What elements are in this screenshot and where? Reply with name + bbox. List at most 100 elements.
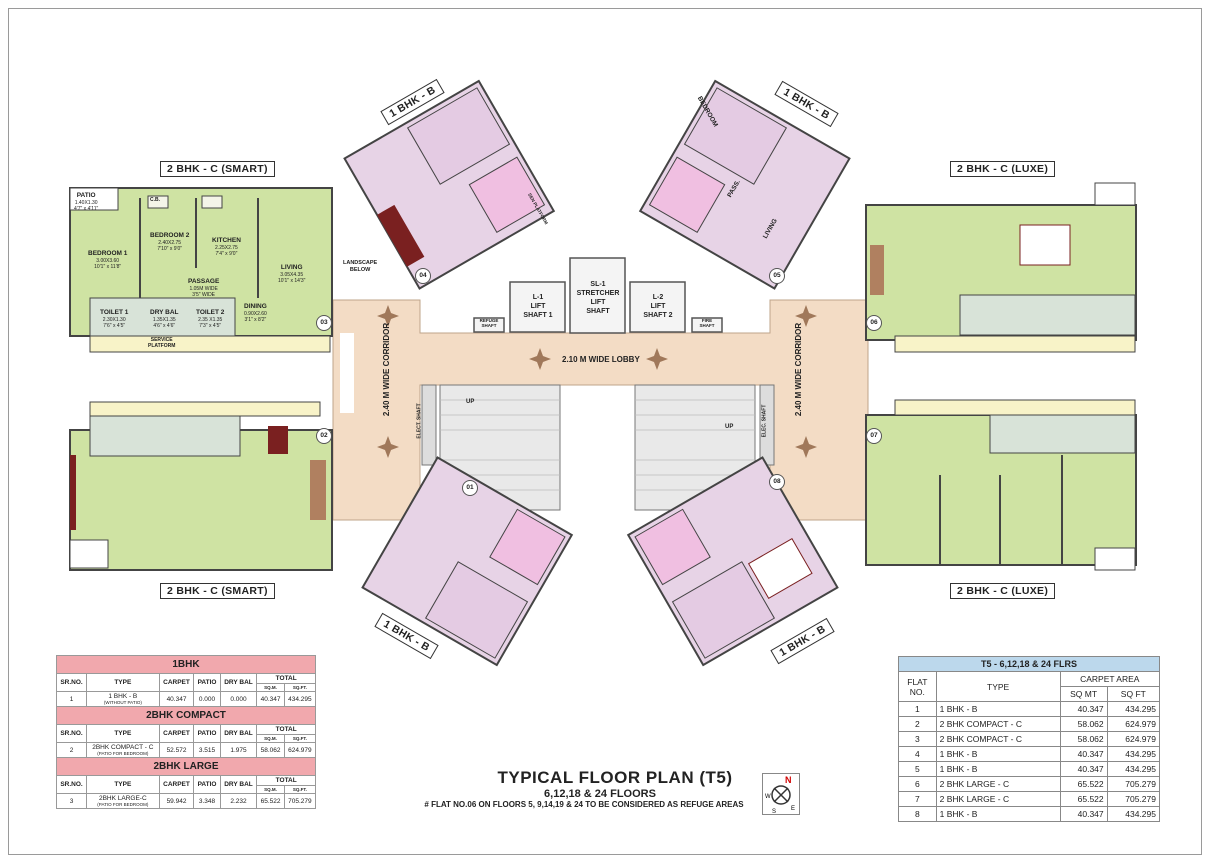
cell-sqmt: 58.062: [1059, 731, 1108, 747]
unit-04-1bhk: [343, 79, 556, 290]
cell-drybal: 1.975: [219, 742, 258, 758]
unit-number-badge: 03: [316, 315, 332, 331]
cell-sqft: 434.295: [1106, 746, 1161, 762]
corridor-left-label: 2.40 M WIDE CORRIDOR: [382, 322, 392, 417]
lobby-label: 2.10 M WIDE LOBBY: [562, 355, 640, 364]
col-patio: PATIO: [193, 673, 221, 692]
cell-patio: 3.515: [193, 742, 221, 758]
corridor-right-label: 2.40 M WIDE CORRIDOR: [794, 322, 804, 417]
unit-01-1bhk: [361, 456, 574, 667]
col-total: TOTAL: [256, 724, 316, 735]
col-total: TOTAL: [256, 775, 316, 786]
cell-sr: 2: [55, 742, 88, 758]
cell-sqmt: 65.522: [1059, 776, 1108, 792]
cell-sqm: 65.522: [256, 793, 285, 809]
cell-carpet: 40.347: [158, 691, 195, 707]
cell-type: 1 BHK - B(WITHOUT PATIO): [86, 691, 160, 707]
cell-no: 5: [898, 761, 937, 777]
t5-table-title: T5 - 6,12,18 & 24 FLRS: [898, 656, 1160, 672]
cell-no: 4: [898, 746, 937, 762]
col-drybal: DRY BAL: [219, 673, 258, 692]
cell-type: 2 BHK LARGE - C: [935, 776, 1061, 792]
cell-drybal: 2.232: [219, 793, 258, 809]
unit-number-badge: 05: [769, 268, 785, 284]
service-platform-label: SERVICE PLATFORM: [148, 337, 176, 349]
col-type: TYPE: [86, 724, 160, 743]
stair-up-label-2: UP: [725, 424, 734, 430]
unit-05-1bhk: [638, 79, 851, 290]
cell-sqmt: 40.347: [1059, 806, 1108, 822]
cell-sqft: 434.295: [1106, 761, 1161, 777]
cell-sqft: 434.295: [1106, 701, 1161, 717]
cell-type: 2BHK COMPACT - C(PATIO FOR BEDROOM): [86, 742, 160, 758]
unit-tag-02: 2 BHK - C (SMART): [160, 583, 275, 599]
table-band-2bhk-compact: 2BHK COMPACT: [56, 706, 316, 725]
cell-type: 2 BHK LARGE - C: [935, 791, 1061, 807]
cell-sr: 1: [55, 691, 88, 707]
cell-no: 1: [898, 701, 937, 717]
cell-type: 2BHK LARGE-C(PATIO FOR BEDROOM): [86, 793, 160, 809]
col-patio: PATIO: [193, 775, 221, 794]
col-type: TYPE: [935, 671, 1061, 702]
unit-number-badge: 08: [769, 474, 785, 490]
cell-type: 1 BHK - B: [935, 806, 1061, 822]
cell-type: 1 BHK - B: [935, 701, 1061, 717]
cell-type: 1 BHK - B: [935, 761, 1061, 777]
col-sqft: SQ.FT.: [283, 785, 317, 794]
unit-02-smart: [69, 401, 333, 571]
elect-shaft-label: ELECT. SHAFT: [416, 403, 423, 439]
col-type: TYPE: [86, 673, 160, 692]
plan-title: TYPICAL FLOOR PLAN (T5): [497, 768, 733, 787]
table-row: 3 2BHK LARGE-C(PATIO FOR BEDROOM) 59.942…: [55, 793, 317, 809]
cell-carpet: 52.572: [158, 742, 195, 758]
table-band-1bhk: 1BHK: [56, 655, 316, 674]
compass-icon: N W E S: [762, 773, 800, 815]
col-sqm: SQ.M.: [256, 734, 285, 743]
col-sqmt: SQ MT: [1059, 686, 1108, 702]
area-table-t5: T5 - 6,12,18 & 24 FLRS FLAT NO. TYPE CAR…: [898, 656, 1161, 822]
landscape-below-label: LANDSCAPE BELOW: [343, 260, 378, 273]
unit-tag-03: 2 BHK - C (SMART): [160, 161, 275, 177]
cell-no: 7: [898, 791, 937, 807]
table-row: 2 2BHK COMPACT - C(PATIO FOR BEDROOM) 52…: [55, 742, 317, 758]
cell-patio: 3.348: [193, 793, 221, 809]
cell-sqm: 58.062: [256, 742, 285, 758]
table-band-2bhk-large: 2BHK LARGE: [56, 757, 316, 776]
refuse-shaft-label: REFUGE SHAFT: [479, 318, 499, 328]
plan-title-block: TYPICAL FLOOR PLAN (T5) 6,12,18 & 24 FLO…: [424, 768, 790, 809]
col-drybal: DRY BAL: [219, 775, 258, 794]
table-row: 1 1 BHK - B(WITHOUT PATIO) 40.347 0.000 …: [55, 691, 317, 707]
cell-sqft: 434.295: [283, 691, 317, 707]
floor-star-motifs: [377, 305, 817, 458]
col-sqm: SQ.M.: [256, 683, 285, 692]
col-sqft: SQ.FT.: [283, 734, 317, 743]
cell-sr: 3: [55, 793, 88, 809]
col-srno: SR.NO.: [55, 673, 88, 692]
cell-sqmt: 40.347: [1059, 761, 1108, 777]
fire-shaft-label: FIRE SHAFT: [699, 318, 715, 328]
col-type: TYPE: [86, 775, 160, 794]
cell-sqft: 624.979: [1106, 716, 1161, 732]
unit-number-badge: 01: [462, 480, 478, 496]
unit-number-badge: 06: [866, 315, 882, 331]
col-sqm: SQ.M.: [256, 785, 285, 794]
page-frame: [8, 8, 1202, 855]
col-carpet: CARPET: [158, 673, 195, 692]
cell-drybal: 0.000: [219, 691, 258, 707]
cell-sqmt: 65.522: [1059, 791, 1108, 807]
cb-label: C.B.: [150, 197, 160, 203]
unit-number-badge: 02: [316, 428, 332, 444]
unit-number-badge: 04: [415, 268, 431, 284]
cell-sqft: 705.279: [283, 793, 317, 809]
